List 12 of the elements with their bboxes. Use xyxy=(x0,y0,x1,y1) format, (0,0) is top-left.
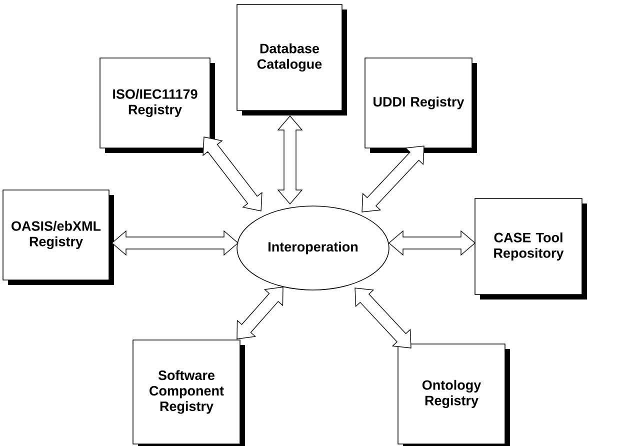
registry-box: OASIS/ebXML Registry xyxy=(2,190,114,285)
registry-box: Ontology Registry xyxy=(398,344,510,446)
ellipse-node: Interoperation xyxy=(236,206,390,290)
double-arrow xyxy=(362,146,424,212)
double-arrow xyxy=(236,286,284,340)
registry-box: Software Component Registry xyxy=(132,340,245,446)
double-arrow xyxy=(354,288,412,348)
registry-box: UDDI Registry xyxy=(364,58,477,153)
registry-box: CASE Tool Repository xyxy=(474,198,587,300)
double-arrow xyxy=(202,136,262,212)
registry-box: ISO/IEC11179 Registry xyxy=(100,58,215,153)
registry-box: Database Catalogue xyxy=(236,4,347,116)
